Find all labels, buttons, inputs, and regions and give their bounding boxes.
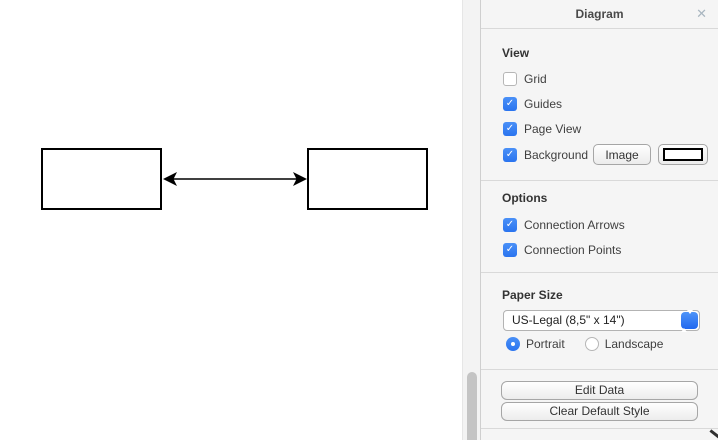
canvas-vertical-scrollbar[interactable] (462, 0, 480, 440)
check-icon: ✓ (505, 123, 515, 134)
check-icon: ✓ (505, 98, 515, 109)
orientation-row: Portrait Landscape (506, 336, 710, 352)
scrollbar-thumb[interactable] (467, 372, 477, 440)
paper-size-select[interactable]: US-Legal (8,5" x 14") (503, 310, 700, 332)
landscape-radio-option[interactable]: Landscape (584, 337, 664, 351)
select-stepper-icon (681, 310, 698, 332)
panel-header: Diagram ✕ (481, 0, 718, 29)
landscape-radio[interactable] (584, 337, 599, 351)
grid-label: Grid (524, 72, 547, 86)
section-divider (481, 428, 718, 429)
view-section-heading: View (502, 46, 530, 60)
portrait-label: Portrait (526, 337, 565, 351)
grid-checkbox[interactable]: ✓ (503, 72, 517, 86)
background-checkbox[interactable]: ✓ (503, 148, 517, 162)
connection-points-row: ✓ Connection Points (503, 242, 710, 258)
portrait-radio-option[interactable]: Portrait (506, 337, 565, 351)
connection-arrows-row: ✓ Connection Arrows (503, 217, 710, 233)
background-row: ✓ Background (503, 147, 710, 163)
connection-points-label: Connection Points (524, 243, 622, 257)
guides-row: ✓ Guides (503, 96, 710, 112)
check-icon: ✓ (505, 219, 515, 230)
connection-arrows-label: Connection Arrows (524, 218, 625, 232)
diagram-canvas[interactable] (0, 0, 462, 440)
background-label: Background (524, 148, 589, 162)
rectangle-shape-right[interactable] (307, 148, 428, 210)
scroll-corner-mark (709, 429, 718, 440)
paper-size-selected-value: US-Legal (8,5" x 14") (512, 313, 625, 327)
page-view-checkbox[interactable]: ✓ (503, 122, 517, 136)
bidirectional-arrow-connector[interactable] (162, 168, 308, 190)
rectangle-shape-left[interactable] (41, 148, 162, 210)
background-color-swatch[interactable] (658, 144, 708, 165)
page-view-label: Page View (524, 122, 582, 136)
section-divider (481, 369, 718, 370)
clear-default-style-button[interactable]: Clear Default Style (501, 402, 698, 421)
check-icon: ✓ (505, 149, 515, 160)
page-view-row: ✓ Page View (503, 121, 710, 137)
section-divider (481, 272, 718, 273)
edit-data-button[interactable]: Edit Data (501, 381, 698, 400)
connection-points-checkbox[interactable]: ✓ (503, 243, 517, 257)
portrait-radio[interactable] (506, 337, 520, 351)
guides-checkbox[interactable]: ✓ (503, 97, 517, 111)
diagram-format-panel: Diagram ✕ View ✓ Grid ✓ Guides ✓ Page Vi… (480, 0, 718, 440)
landscape-label: Landscape (604, 337, 664, 351)
grid-row: ✓ Grid (503, 71, 710, 87)
guides-label: Guides (524, 97, 563, 111)
paper-size-section-heading: Paper Size (502, 288, 563, 302)
background-color-value (663, 148, 703, 161)
close-icon[interactable]: ✕ (696, 6, 707, 21)
section-divider (481, 180, 718, 181)
options-section-heading: Options (502, 191, 548, 205)
panel-title: Diagram (575, 7, 624, 21)
check-icon: ✓ (505, 244, 515, 255)
background-image-button[interactable]: Image (593, 144, 651, 165)
connection-arrows-checkbox[interactable]: ✓ (503, 218, 517, 232)
